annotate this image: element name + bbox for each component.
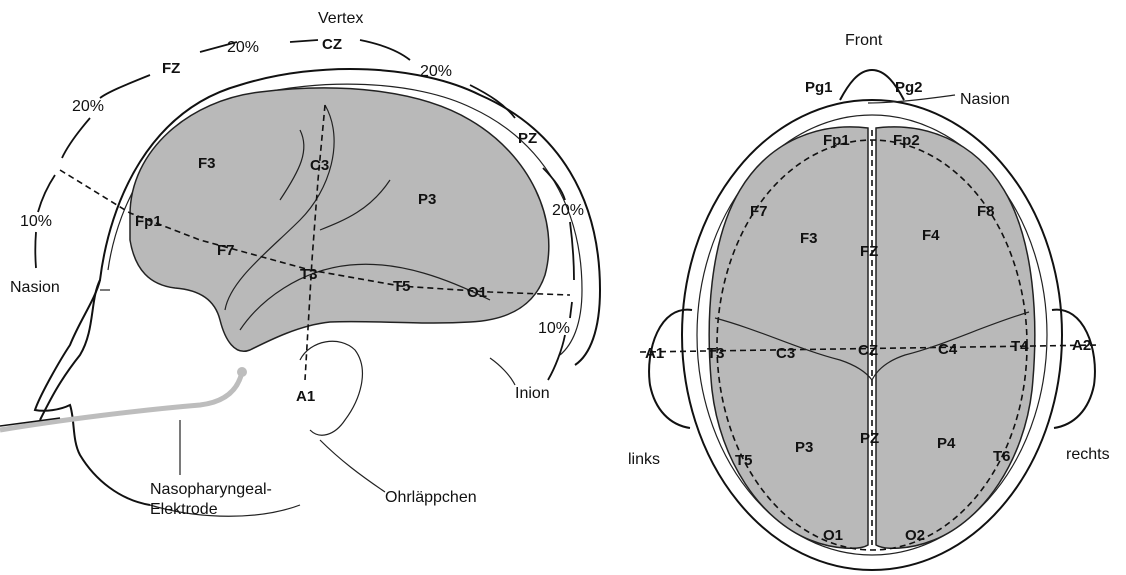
label-links: links	[628, 451, 660, 468]
label-side-c3: C3	[310, 157, 329, 174]
label-earlobe: Ohrläppchen	[385, 489, 477, 506]
label-top-t3: T3	[707, 345, 725, 362]
label-top-a2: A2	[1072, 337, 1091, 354]
label-top-t4: T4	[1011, 338, 1029, 355]
label-top-f3: F3	[800, 230, 818, 247]
label-side-pz: PZ	[518, 130, 537, 147]
label-side-fp1: Fp1	[135, 213, 162, 230]
label-side-t3: T3	[300, 266, 318, 283]
label-pg2: Pg2	[895, 79, 923, 96]
label-top-o2: O2	[905, 527, 925, 544]
label-side-cz: CZ	[322, 36, 342, 53]
label-side-o1: O1	[467, 284, 487, 301]
label-top-t5: T5	[735, 452, 753, 469]
label-top-cz: CZ	[858, 342, 878, 359]
top-ear-right	[1052, 310, 1095, 428]
label-top-fz: FZ	[860, 243, 878, 260]
electrode-tip	[237, 367, 247, 377]
arrow-cz-pz-a	[360, 40, 410, 60]
arrow-pz-o-b	[570, 222, 574, 280]
label-top-f4: F4	[922, 227, 940, 244]
arrow-nasion-a	[38, 175, 55, 212]
nasion-pointer	[868, 95, 955, 103]
label-side-fz: FZ	[162, 60, 180, 77]
label-top-t6: T6	[993, 448, 1011, 465]
label-top-c4: C4	[938, 341, 958, 358]
label-rechts: rechts	[1066, 446, 1110, 463]
label-side-p3: P3	[418, 191, 436, 208]
label-top-o1: O1	[823, 527, 843, 544]
pct-front-fz: 20%	[72, 98, 104, 115]
pct-nasion-fp: 10%	[20, 213, 52, 230]
arrow-front-fz-a	[100, 75, 150, 98]
label-top-fp1: Fp1	[823, 132, 850, 149]
label-top-a1: A1	[645, 345, 664, 362]
arrow-fz-cz-right	[290, 40, 318, 42]
label-side-t5: T5	[393, 278, 411, 295]
side-brain	[130, 88, 549, 351]
label-inion: Inion	[515, 385, 550, 402]
top-ear-left	[649, 310, 692, 428]
earlobe-pointer	[320, 440, 385, 492]
arrow-o-inion-a	[570, 302, 572, 318]
pct-fz-cz: 20%	[227, 39, 259, 56]
label-pg1: Pg1	[805, 79, 833, 96]
label-front: Front	[845, 32, 883, 49]
arrow-front-fz-b	[62, 118, 90, 158]
label-top-f7: F7	[750, 203, 768, 220]
arrow-nasion-b	[35, 232, 36, 268]
inion-pointer	[490, 358, 515, 385]
label-top-c3: C3	[776, 345, 795, 362]
label-top-p3: P3	[795, 439, 813, 456]
label-top-f8: F8	[977, 203, 995, 220]
pct-o-inion: 10%	[538, 320, 570, 337]
label-side-nasion: Nasion	[10, 279, 60, 296]
arrow-o-inion-b	[548, 335, 565, 380]
label-top-p4: P4	[937, 435, 956, 452]
top-brain-left	[709, 127, 868, 548]
pct-pz-o: 20%	[552, 202, 584, 219]
label-side-a1: A1	[296, 388, 315, 405]
label-side-f3: F3	[198, 155, 216, 172]
label-vertex: Vertex	[318, 10, 363, 27]
label-electrode-1: Nasopharyngeal-	[150, 481, 272, 498]
label-top-pz: PZ	[860, 430, 879, 447]
label-side-f7: F7	[217, 242, 235, 259]
label-top-fp2: Fp2	[893, 132, 920, 149]
label-electrode-2: Elektrode	[150, 501, 218, 518]
label-top-nasion: Nasion	[960, 91, 1010, 108]
top-view: Front Pg1 Pg2 Nasion Fp1 Fp2 F7 F8 F3 FZ…	[628, 32, 1110, 570]
pct-cz-pz: 20%	[420, 63, 452, 80]
side-view: Vertex CZ FZ PZ 20% 20% 20% 10% 20% 10% …	[0, 10, 600, 518]
